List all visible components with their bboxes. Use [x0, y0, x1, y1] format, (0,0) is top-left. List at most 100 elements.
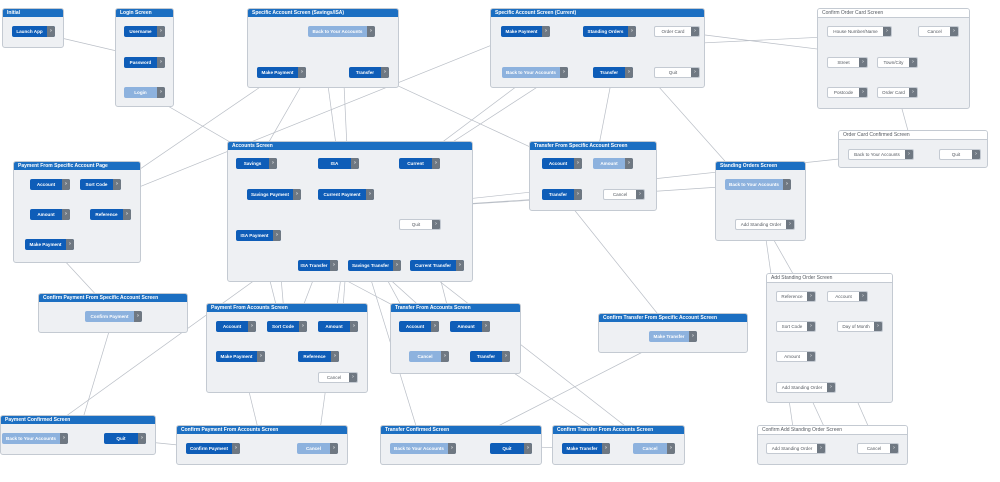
node-coc-street[interactable]: Street› — [827, 57, 868, 68]
node-caso-add[interactable]: Add Standing Order› — [766, 443, 826, 454]
node-aso-sort-code[interactable]: Sort Code› — [776, 321, 816, 332]
node-sc-standing-orders[interactable]: Standing Orders› — [583, 26, 636, 37]
node-so-back[interactable]: Back to Your Accounts› — [725, 179, 791, 190]
node-ps-account[interactable]: Account› — [30, 179, 70, 190]
node-ac-current[interactable]: Current› — [399, 158, 440, 169]
node-ac-savings-payment[interactable]: Savings Payment› — [247, 189, 301, 200]
node-cta-cancel[interactable]: Cancel› — [633, 443, 675, 454]
node-ts-account[interactable]: Account› — [542, 158, 582, 169]
node-label: Savings — [243, 161, 262, 166]
node-pc-back[interactable]: Back to Your Accounts› — [2, 433, 68, 444]
node-pa-account[interactable]: Account› — [216, 321, 256, 332]
screen-title: Payment From Accounts Screen — [207, 304, 367, 312]
node-ps-sort-code[interactable]: Sort Code› — [80, 179, 121, 190]
node-label: Back to Your Accounts — [506, 70, 556, 75]
chevron-right-icon: › — [349, 373, 357, 382]
node-ss-back[interactable]: Back to Your Accounts› — [308, 26, 375, 37]
node-pa-reference[interactable]: Reference› — [298, 351, 339, 362]
node-coc-postcode[interactable]: Postcode› — [827, 87, 868, 98]
node-so-add[interactable]: Add Standing Order› — [735, 219, 795, 230]
chevron-right-icon: › — [602, 443, 610, 454]
node-caso-cancel[interactable]: Cancel› — [857, 443, 899, 454]
node-aso-reference[interactable]: Reference› — [776, 291, 816, 302]
chevron-right-icon: › — [691, 68, 699, 77]
node-label: Reference — [95, 212, 118, 217]
node-sc-back[interactable]: Back to Your Accounts› — [502, 67, 568, 78]
node-login-password[interactable]: Password› — [124, 57, 165, 68]
node-aso-add[interactable]: Add Standing Order› — [776, 382, 836, 393]
node-label: Amount — [37, 212, 55, 217]
node-ac-isa-payment[interactable]: ISA Payment› — [236, 230, 281, 241]
chevron-right-icon: › — [351, 158, 359, 169]
chevron-right-icon: › — [47, 26, 55, 37]
node-ac-savings[interactable]: Savings› — [236, 158, 277, 169]
node-aso-account[interactable]: Account› — [827, 291, 868, 302]
node-ts-cancel[interactable]: Cancel› — [603, 189, 645, 200]
node-pa-make-payment[interactable]: Make Payment› — [216, 351, 265, 362]
node-tc-quit[interactable]: Quit› — [490, 443, 532, 454]
node-coc-town[interactable]: Town/City › — [877, 57, 918, 68]
node-occ-back[interactable]: Back to Your Accounts› — [848, 149, 914, 160]
node-ts-transfer[interactable]: Transfer› — [542, 189, 582, 200]
node-ac-savings-transfer[interactable]: Savings Transfer› — [348, 260, 401, 271]
chevron-right-icon: › — [157, 57, 165, 68]
chevron-right-icon: › — [432, 220, 440, 229]
node-ac-current-payment[interactable]: Current Payment› — [318, 189, 374, 200]
node-coc-house[interactable]: House Number/Name› — [827, 26, 892, 37]
node-sc-order-card[interactable]: Order Card› — [654, 26, 700, 37]
chevron-right-icon: › — [972, 150, 980, 159]
node-tc-back[interactable]: Back to Your Accounts› — [390, 443, 456, 454]
node-coc-order-card[interactable]: Order Card› — [877, 87, 918, 98]
node-ac-isa-transfer[interactable]: ISA Transfer› — [298, 260, 338, 271]
node-coc-cancel[interactable]: Cancel› — [918, 26, 959, 37]
node-cta-make-transfer[interactable]: Make Transfer› — [562, 443, 610, 454]
node-label: Make Payment — [505, 29, 538, 34]
node-ta-cancel[interactable]: Cancel› — [409, 351, 449, 362]
chevron-right-icon: › — [381, 67, 389, 78]
node-ss-transfer[interactable]: Transfer› — [349, 67, 389, 78]
node-aso-amount[interactable]: Amount› — [776, 351, 816, 362]
node-cpa-confirm[interactable]: Confirm Payment› — [186, 443, 240, 454]
node-pa-cancel[interactable]: Cancel› — [318, 372, 358, 383]
node-occ-quit[interactable]: Quit› — [939, 149, 981, 160]
node-label: Sort Code — [781, 324, 803, 329]
chevron-right-icon: › — [456, 260, 464, 271]
node-pa-sort-code[interactable]: Sort Code› — [267, 321, 307, 332]
chevron-right-icon: › — [817, 444, 825, 453]
node-label: Account — [36, 182, 56, 187]
chevron-right-icon: › — [542, 26, 550, 37]
node-ac-quit[interactable]: Quit› — [399, 219, 441, 230]
node-label: Back to Your Accounts — [312, 29, 363, 34]
screen-title: Confirm Transfer From Accounts Screen — [553, 426, 684, 434]
node-ta-account[interactable]: Account› — [399, 321, 439, 332]
node-sc-quit[interactable]: Quit› — [654, 67, 700, 78]
node-label: Town/City — [883, 60, 904, 65]
node-ps-reference[interactable]: Reference› — [90, 209, 131, 220]
chevron-right-icon: › — [909, 88, 917, 97]
node-ac-isa[interactable]: ISA› — [318, 158, 359, 169]
node-ac-current-transfer[interactable]: Current Transfer› — [410, 260, 464, 271]
node-pc-quit[interactable]: Quit› — [104, 433, 146, 444]
node-label: Cancel — [417, 354, 433, 359]
node-sc-transfer[interactable]: Transfer› — [593, 67, 633, 78]
node-initial-launch-app[interactable]: Launch App› — [12, 26, 55, 37]
node-ss-make-payment[interactable]: Make Payment› — [257, 67, 306, 78]
chevron-right-icon: › — [482, 321, 490, 332]
chevron-right-icon: › — [625, 67, 633, 78]
node-label: Sort Code — [272, 324, 294, 329]
node-ps-amount[interactable]: Amount› — [30, 209, 70, 220]
node-ta-amount[interactable]: Amount› — [450, 321, 490, 332]
chevron-right-icon: › — [909, 58, 917, 67]
node-login-username[interactable]: Username› — [124, 26, 165, 37]
node-ts-amount[interactable]: Amount› — [593, 158, 633, 169]
node-pa-amount[interactable]: Amount› — [318, 321, 358, 332]
node-login-login[interactable]: Login› — [124, 87, 165, 98]
node-ta-transfer[interactable]: Transfer› — [470, 351, 510, 362]
node-aso-day[interactable]: Day of Month› — [837, 321, 883, 332]
node-cts-make-transfer[interactable]: Make Transfer› — [649, 331, 697, 342]
node-ps-make-payment[interactable]: Make Payment› — [25, 239, 74, 250]
screen-title: Payment From Specific Account Page — [14, 162, 140, 170]
node-cpa-cancel[interactable]: Cancel› — [297, 443, 338, 454]
node-cps-confirm[interactable]: Confirm Payment› — [85, 311, 142, 322]
node-sc-make-payment[interactable]: Make Payment › — [501, 26, 550, 37]
